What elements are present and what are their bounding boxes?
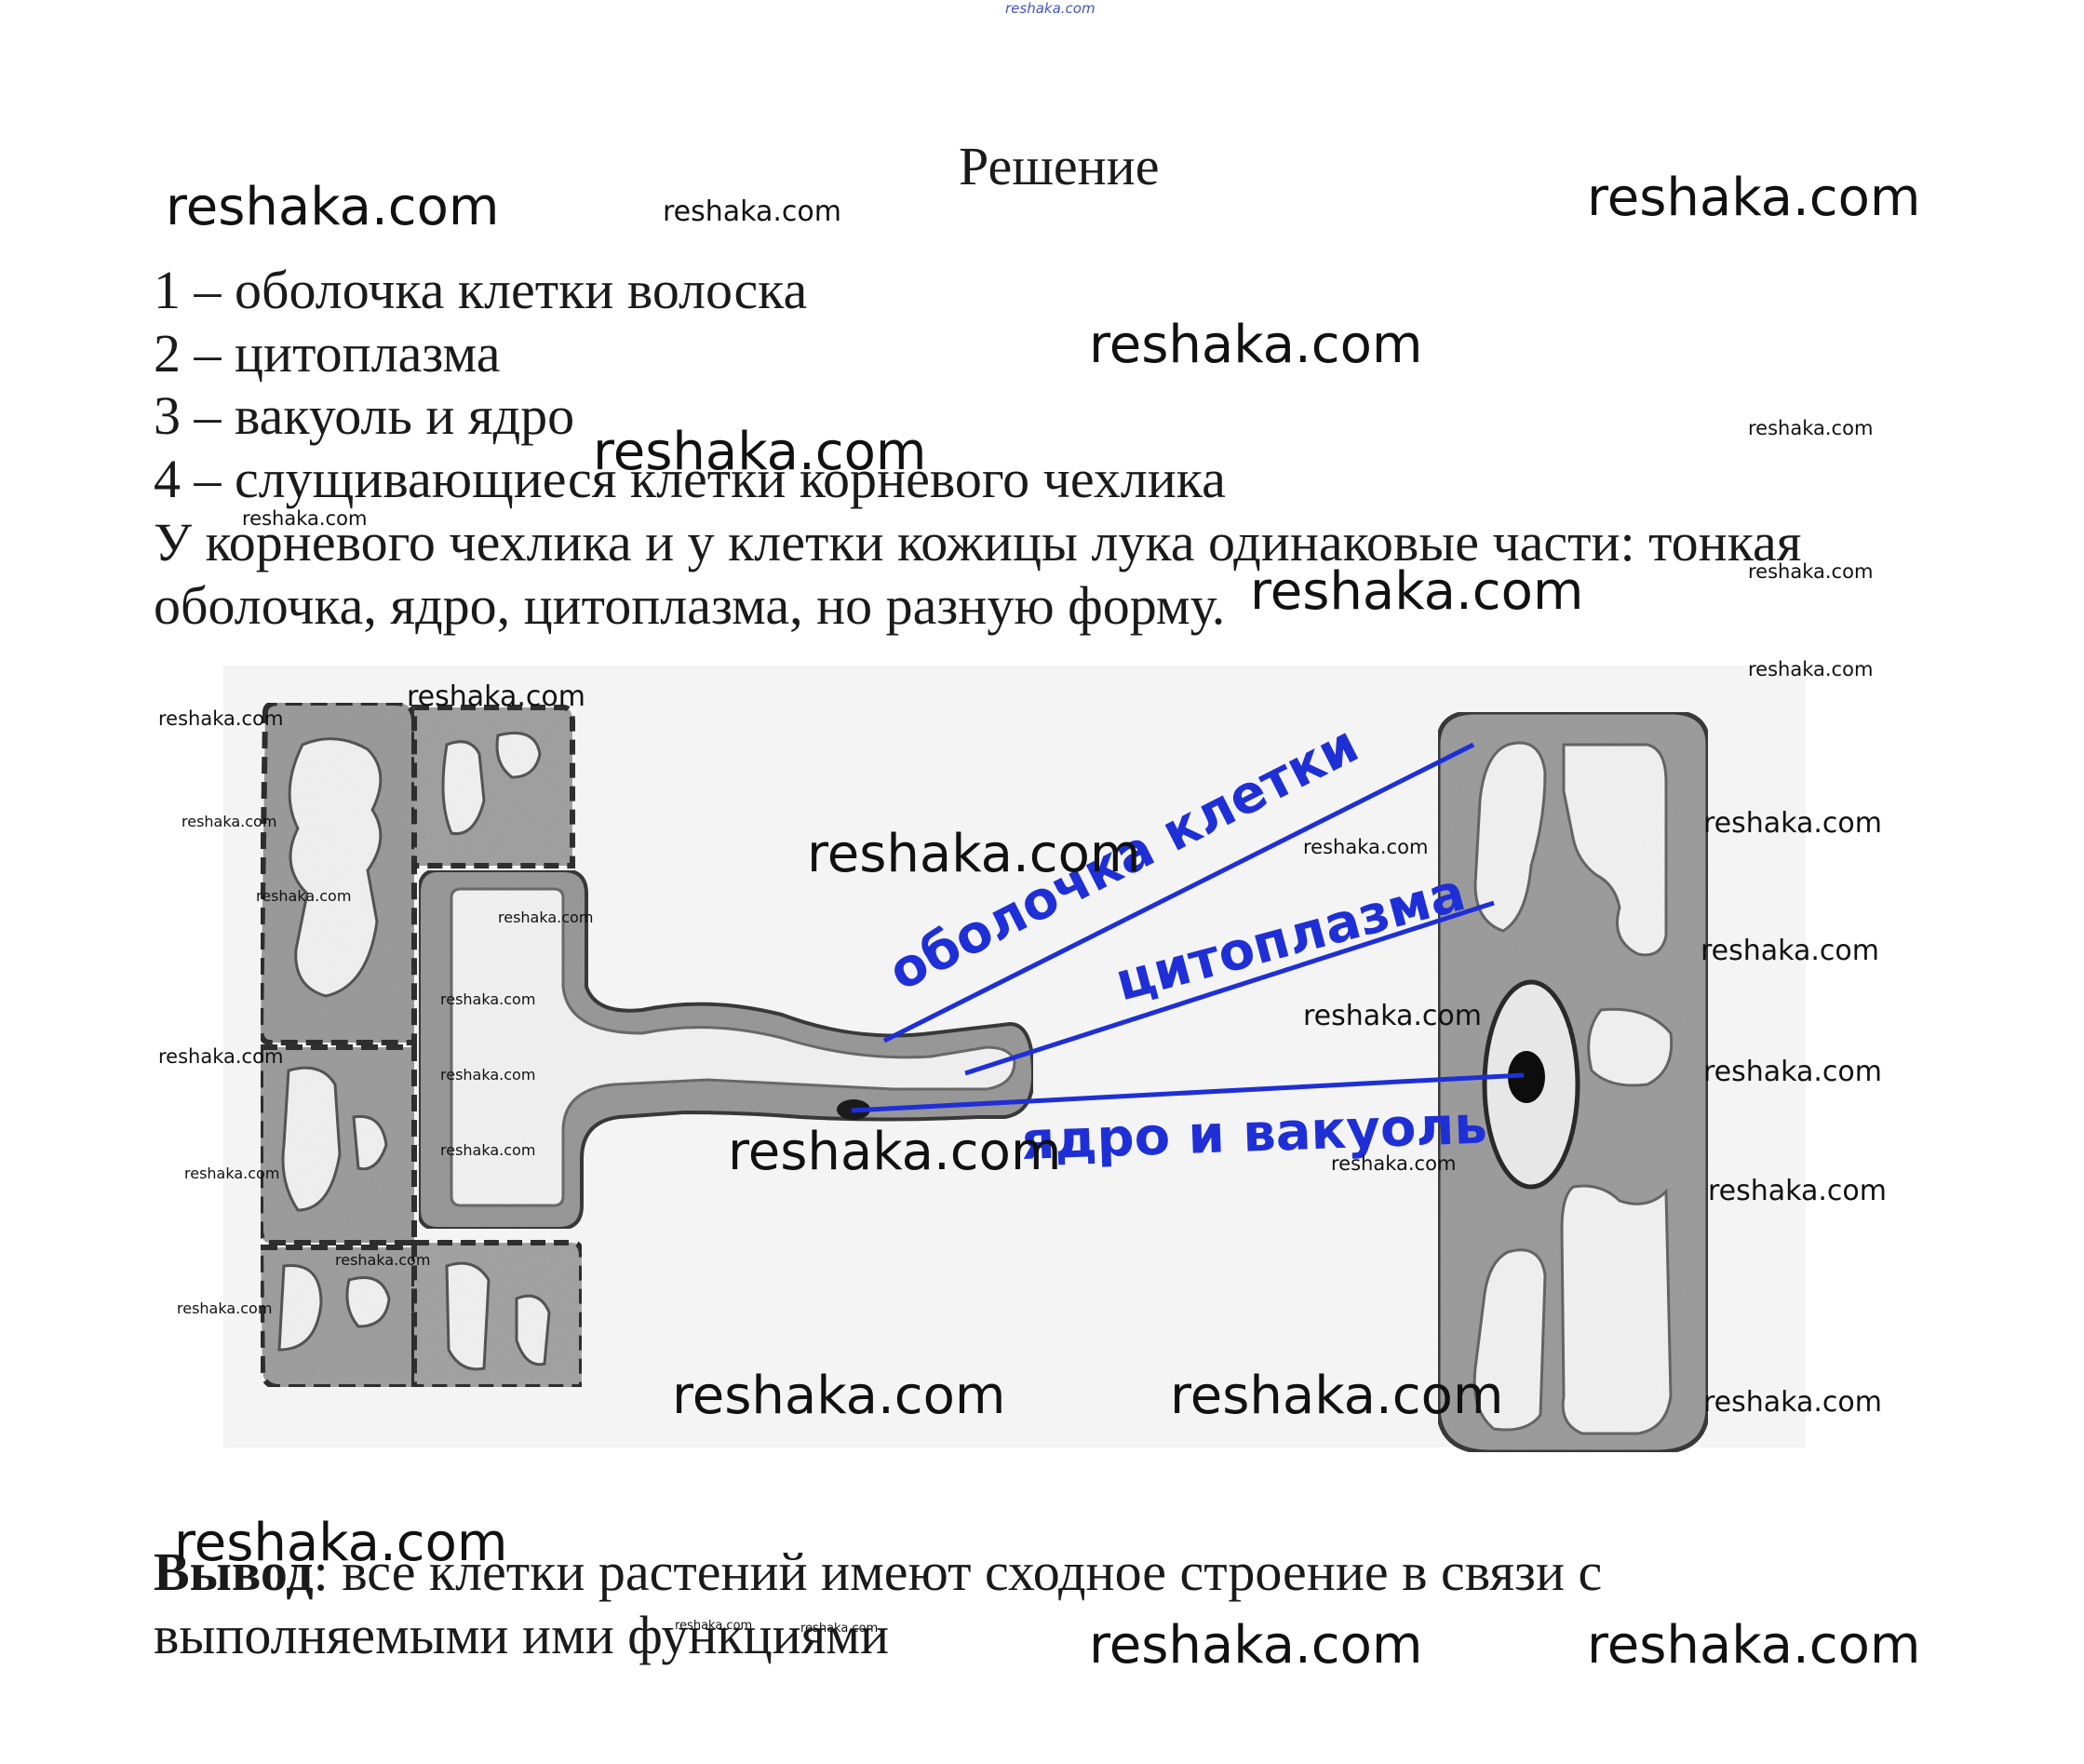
root-hair-cell xyxy=(417,869,1036,1231)
watermark: reshaka.com xyxy=(800,1622,879,1636)
onion-vacuole xyxy=(1560,1184,1673,1435)
watermark: reshaka.com xyxy=(335,1251,431,1269)
list-item: 2 – цитоплазма xyxy=(154,323,501,384)
watermark: reshaka.com xyxy=(184,1165,280,1182)
watermark: reshaka.com xyxy=(498,909,594,926)
watermark: reshaka.com xyxy=(256,887,352,905)
watermark: reshaka.com xyxy=(1587,1615,1921,1676)
watermark: reshaka.com xyxy=(407,680,585,713)
root-cap-cells xyxy=(257,700,585,1390)
watermark: reshaka.com xyxy=(1331,1152,1457,1175)
pointer-lines xyxy=(851,742,1525,1113)
onion-vacuole xyxy=(1562,743,1668,957)
watermark: reshaka.com xyxy=(728,1122,1062,1182)
cap-vacuole xyxy=(281,1066,342,1212)
conclusion-label: Вывод xyxy=(154,1542,314,1602)
conclusion-text: выполняемыми ими функциями xyxy=(154,1605,890,1665)
watermark: reshaka.com xyxy=(1303,836,1429,858)
cap-vacuole xyxy=(352,1114,388,1171)
watermark: reshaka.com xyxy=(663,195,841,228)
watermark: reshaka.com xyxy=(1303,1000,1482,1032)
watermark: reshaka.com xyxy=(440,1141,536,1159)
watermark: reshaka.com xyxy=(1748,560,1874,583)
onion-nucleus xyxy=(1508,1051,1545,1103)
watermark: reshaka.com xyxy=(1748,417,1874,439)
watermark-top: reshaka.com xyxy=(1005,0,1096,17)
list-item: 1 – оболочка клетки волоска xyxy=(154,260,808,320)
cap-cell xyxy=(411,705,575,869)
watermark: reshaka.com xyxy=(166,177,500,237)
page-title: Решение xyxy=(959,136,1160,196)
cap-vacuole xyxy=(345,1276,391,1328)
watermark: reshaka.com xyxy=(672,1366,1006,1426)
watermark: reshaka.com xyxy=(1748,658,1874,680)
watermark: reshaka.com xyxy=(174,1513,508,1573)
watermark: reshaka.com xyxy=(1587,168,1921,228)
onion-vacuole xyxy=(1472,1248,1547,1432)
cap-vacuole xyxy=(441,740,486,836)
cap-vacuole xyxy=(495,732,542,779)
list-item: 4 – слущивающиеся клетки корневого чехли… xyxy=(154,449,1226,509)
watermark: reshaka.com xyxy=(1703,807,1882,840)
watermark: reshaka.com xyxy=(1170,1366,1504,1426)
paragraph-line: У корневого чехлика и у клетки кожицы лу… xyxy=(154,512,1802,572)
watermark: reshaka.com xyxy=(158,707,284,730)
onion-vacuole xyxy=(1587,1007,1674,1087)
watermark: reshaka.com xyxy=(1089,315,1423,375)
watermark: reshaka.com xyxy=(177,1299,273,1317)
watermark: reshaka.com xyxy=(242,507,368,530)
onion-vacuole xyxy=(1473,741,1547,933)
watermark: reshaka.com xyxy=(675,1619,753,1633)
cap-vacuole xyxy=(277,1264,323,1352)
watermark: reshaka.com xyxy=(158,1045,284,1068)
watermark: reshaka.com xyxy=(440,1066,536,1084)
cap-cell xyxy=(411,1240,585,1390)
watermark: reshaka.com xyxy=(1708,1175,1887,1207)
watermark: reshaka.com xyxy=(593,422,927,482)
paragraph-line: оболочка, ядро, цитоплазма, но разную фо… xyxy=(154,575,1226,636)
watermark: reshaka.com xyxy=(1089,1615,1423,1676)
conclusion: Вывод: все клетки растений имеют сходное… xyxy=(154,1541,1602,1667)
watermark: reshaka.com xyxy=(1250,561,1584,622)
watermark: reshaka.com xyxy=(1701,935,1879,967)
cap-vacuole xyxy=(515,1294,551,1367)
cap-vacuole xyxy=(288,737,383,998)
list-item: 3 – вакуоль и ядро xyxy=(154,385,575,446)
watermark: reshaka.com xyxy=(440,990,536,1008)
watermark: reshaka.com xyxy=(182,813,277,830)
watermark: reshaka.com xyxy=(1703,1386,1882,1419)
watermark: reshaka.com xyxy=(1703,1056,1882,1088)
watermark: reshaka.com xyxy=(807,824,1141,884)
onion-epidermis-cell xyxy=(1435,709,1711,1455)
conclusion-text: : все клетки растений имеют сходное стро… xyxy=(313,1542,1603,1602)
cap-vacuole xyxy=(445,1261,491,1371)
